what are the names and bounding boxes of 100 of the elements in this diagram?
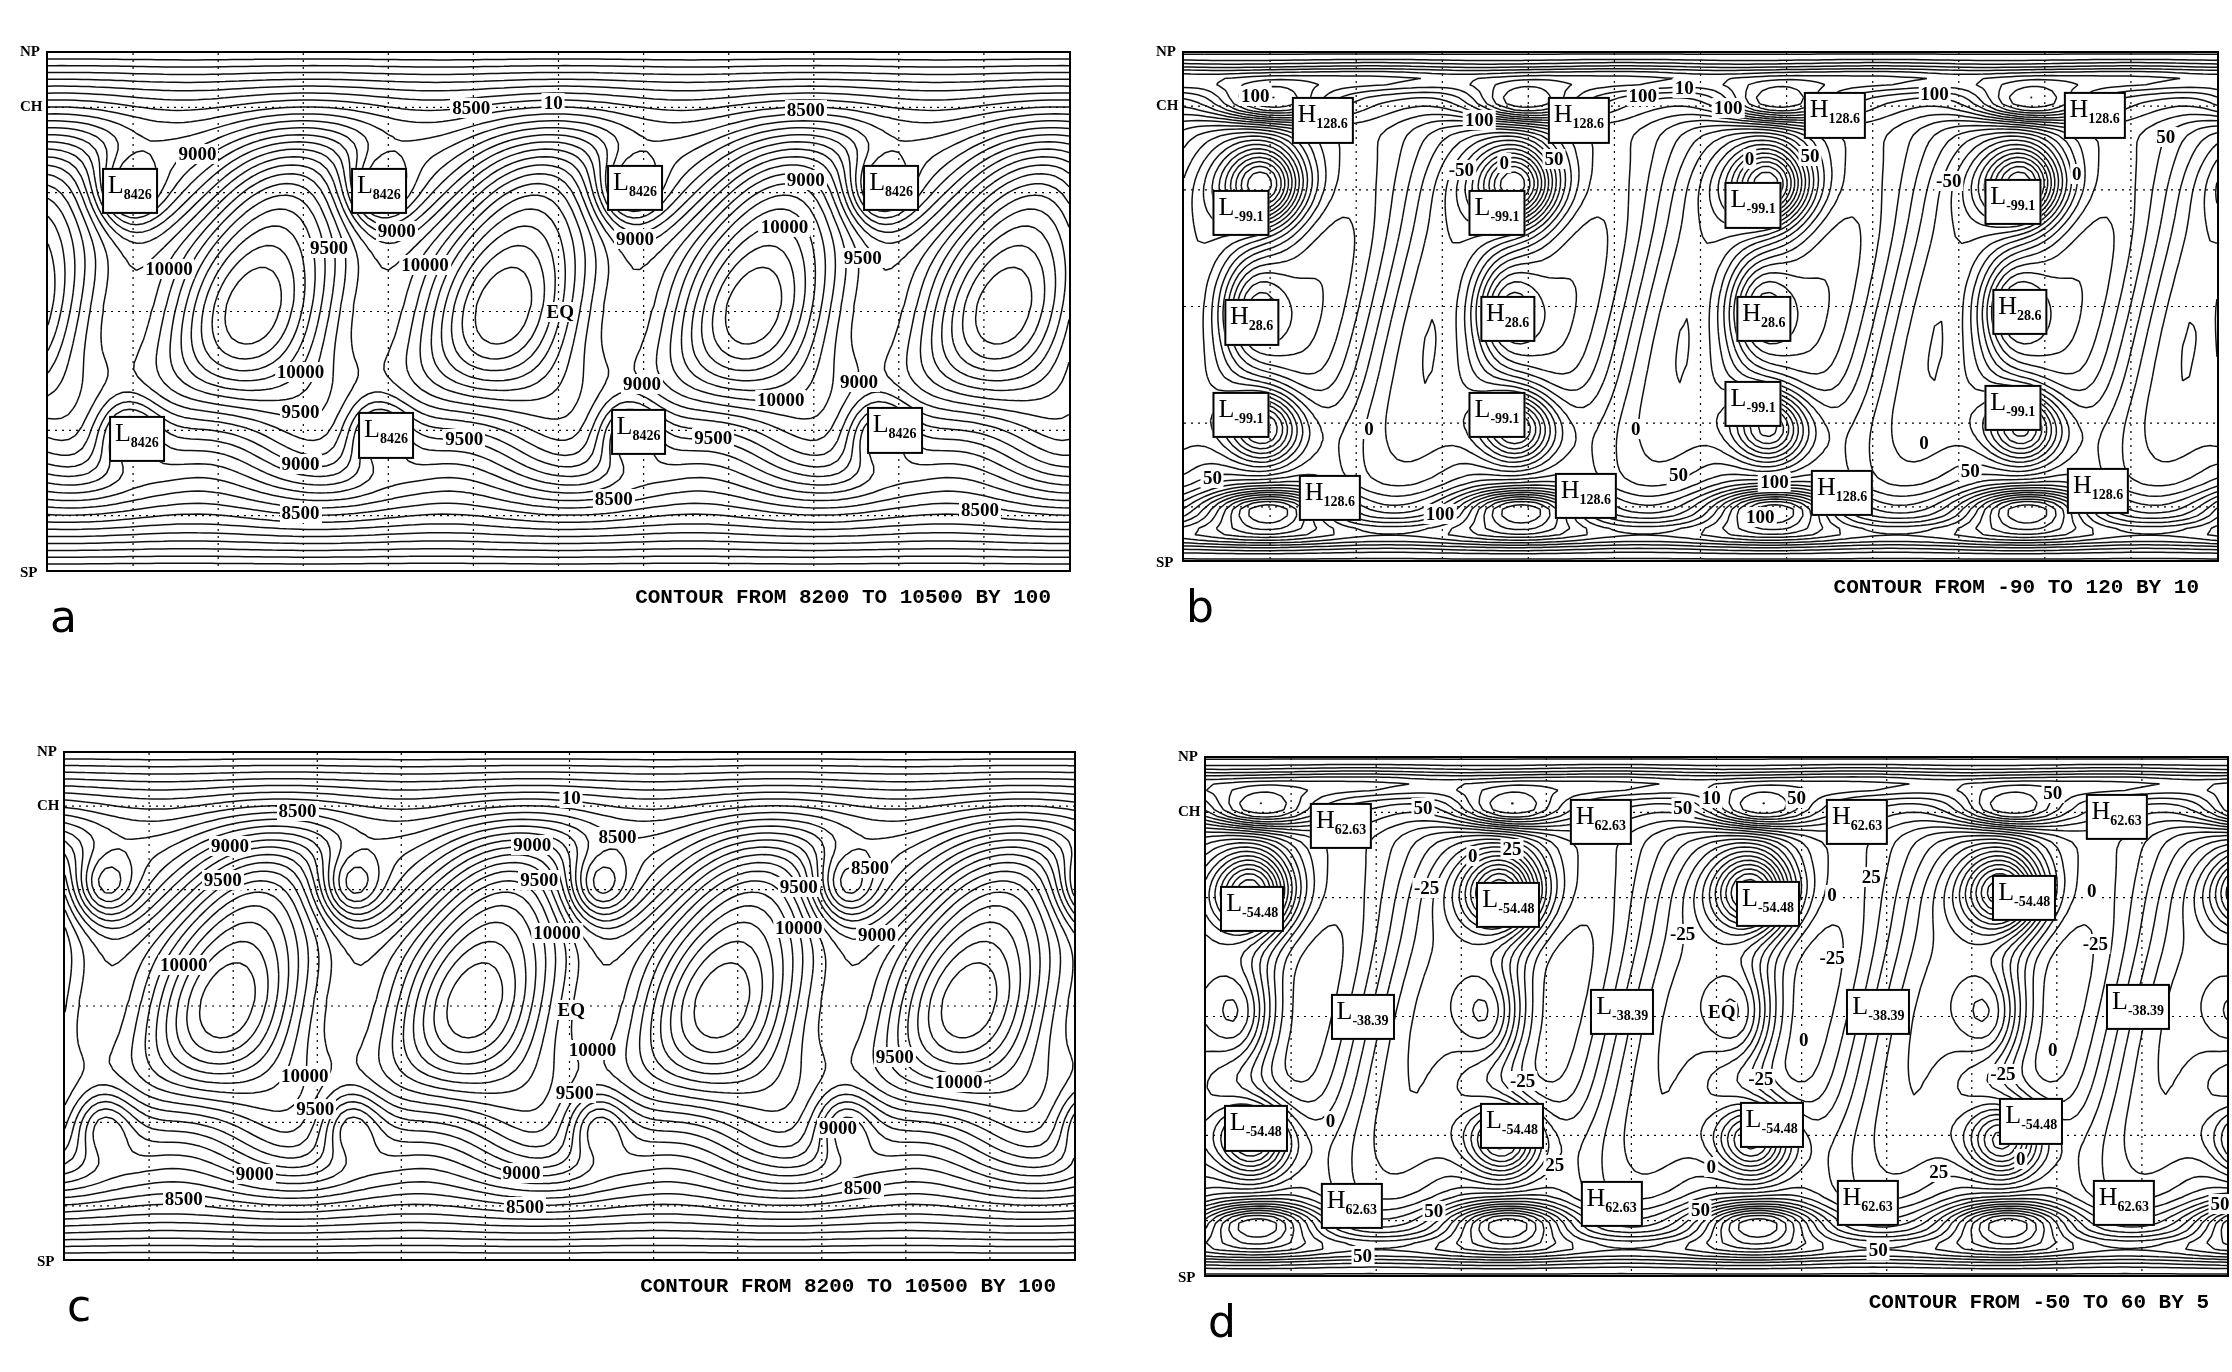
- extremum-label: L$_{-99.1}$: [1984, 178, 2042, 225]
- contour-label: -25: [2080, 934, 2110, 955]
- contour-label: 0: [2013, 1148, 2028, 1169]
- contour-label: 8500: [450, 97, 493, 118]
- contour-label: 50: [1411, 797, 1435, 818]
- panel-letter: a: [50, 594, 77, 640]
- axis-label: NP: [1156, 43, 1176, 59]
- contour-label: 9000: [511, 835, 554, 855]
- contour-label: 100: [1758, 472, 1791, 492]
- axis-label: CH: [1156, 96, 1179, 113]
- contour-label: 10000: [773, 917, 825, 938]
- extremum-label: L$_{8426}$: [350, 168, 407, 215]
- extremum-label: H$_{128.6}$: [2067, 468, 2130, 515]
- contour-label: -25: [1668, 923, 1698, 944]
- contour-label: 50: [1958, 461, 1982, 482]
- contour-label: 25: [1927, 1162, 1951, 1183]
- extremum-label: L$_{-54.48}$: [1736, 880, 1801, 927]
- extremum-label: H$_{62.63}$: [1320, 1183, 1383, 1230]
- contour-label: 8500: [959, 499, 1002, 520]
- contour-label: 50: [1866, 1240, 1890, 1261]
- contour-label: 9000: [856, 924, 899, 945]
- extremum-label: L$_{-99.1}$: [1724, 182, 1782, 229]
- extremum-label: L$_{-54.48}$: [1476, 882, 1541, 929]
- contour-label: 10000: [531, 923, 583, 944]
- grid-mark-label: 10: [1672, 78, 1696, 99]
- contour-label: 10000: [278, 1066, 331, 1087]
- contour-label: 8500: [276, 801, 319, 821]
- contour-label: 100: [1238, 85, 1272, 106]
- extremum-label: L$_{8426}$: [610, 408, 667, 455]
- contour-label: 100: [1626, 85, 1660, 106]
- contour-label: -25: [1988, 1063, 2018, 1084]
- extremum-label: H$_{128.6}$: [1554, 473, 1618, 520]
- contour-label: 9500: [294, 1098, 337, 1119]
- contour-label: 100: [1712, 98, 1745, 119]
- extremum-label: H$_{62.63}$: [1836, 1179, 1899, 1226]
- contour-label: 0: [1497, 152, 1511, 173]
- contour-label: 10000: [158, 955, 210, 976]
- extremum-label: L$_{-99.1}$: [1984, 384, 2042, 431]
- contour-label: 50: [1351, 1245, 1374, 1266]
- contour-label: 9000: [375, 221, 418, 242]
- contour-label: 0: [2085, 881, 2099, 902]
- contour-label: 9500: [308, 237, 351, 258]
- contour-label: 9000: [176, 143, 219, 164]
- contour-label: 10000: [758, 216, 811, 237]
- contour-label: 0: [2045, 1040, 2060, 1061]
- contour-label: 10000: [399, 255, 451, 276]
- contour-label: 10000: [566, 1040, 619, 1061]
- contour-label: 9500: [777, 877, 820, 898]
- extremum-label: H$_{62.63}$: [2092, 1179, 2155, 1226]
- contour-label: -25: [1817, 948, 1847, 969]
- contour-label: 9000: [816, 1118, 859, 1139]
- extremum-label: L$_{-99.1}$: [1724, 380, 1782, 428]
- contour-interval-caption: CONTOUR FROM 8200 TO 10500 BY 100: [640, 1275, 1056, 1298]
- extremum-label: L$_{-54.48}$: [1223, 1105, 1288, 1152]
- extremum-label: L$_{8426}$: [607, 164, 663, 211]
- contour-label: 100: [1744, 507, 1777, 528]
- contour-label: 8500: [592, 489, 635, 510]
- extremum-label: L$_{8426}$: [101, 168, 158, 215]
- contour-label: 50: [1542, 149, 1566, 170]
- contour-label: 50: [1689, 1199, 1712, 1220]
- extremum-label: L$_{-54.48}$: [1479, 1103, 1544, 1150]
- extremum-label: L$_{8426}$: [863, 164, 920, 211]
- grid-mark-label: EQ: [544, 301, 576, 322]
- extremum-label: H$_{128.6}$: [1547, 97, 1610, 144]
- contour-label: 50: [1200, 468, 1224, 489]
- contour-label: 0: [1362, 418, 1376, 439]
- contour-label: 9000: [621, 373, 664, 394]
- contour-label: 100: [1423, 503, 1457, 524]
- extremum-label: L$_{-99.1}$: [1468, 391, 1526, 438]
- contour-label: 50: [2154, 126, 2178, 147]
- extremum-label: H$_{62.63}$: [1569, 798, 1632, 845]
- contour-label: 10000: [143, 259, 195, 279]
- contour-label: 0: [1466, 845, 1480, 866]
- extremum-label: H$_{62.63}$: [1580, 1181, 1643, 1228]
- extremum-label: L$_{-54.48}$: [1220, 885, 1285, 932]
- extremum-label: H$_{28.6}$: [1223, 299, 1280, 346]
- contour-label: 50: [1785, 787, 1809, 808]
- contour-label: 0: [1796, 1029, 1811, 1050]
- contour-label: 25: [1859, 866, 1883, 887]
- extremum-label: H$_{128.6}$: [1803, 92, 1867, 139]
- contour-label: 0: [1704, 1157, 1718, 1178]
- axis-label: SP: [1178, 1269, 1196, 1285]
- contour-interval-caption: CONTOUR FROM -50 TO 60 BY 5: [1868, 1291, 2209, 1314]
- extremum-label: H$_{128.6}$: [2063, 92, 2126, 139]
- contour-label: 9500: [841, 248, 884, 269]
- contour-label: 25: [1500, 838, 1524, 859]
- extremum-label: H$_{128.6}$: [1298, 475, 1361, 522]
- contour-label: -25: [1507, 1070, 1538, 1091]
- contour-label: 9500: [873, 1047, 916, 1068]
- contour-label: 50: [1422, 1201, 1446, 1222]
- panel-letter: b: [1186, 584, 1214, 630]
- extremum-label: L$_{-99.1}$: [1212, 189, 1270, 236]
- axis-label: NP: [37, 743, 57, 759]
- extremum-label: H$_{28.6}$: [1736, 295, 1792, 342]
- extremum-label: L$_{-99.1}$: [1468, 189, 1526, 236]
- extremum-label: L$_{8426}$: [109, 415, 165, 463]
- contour-label: 8500: [279, 503, 322, 524]
- contour-label: 9000: [233, 1164, 276, 1185]
- contour-label: 100: [1463, 110, 1496, 131]
- contour-label: 9000: [500, 1162, 543, 1183]
